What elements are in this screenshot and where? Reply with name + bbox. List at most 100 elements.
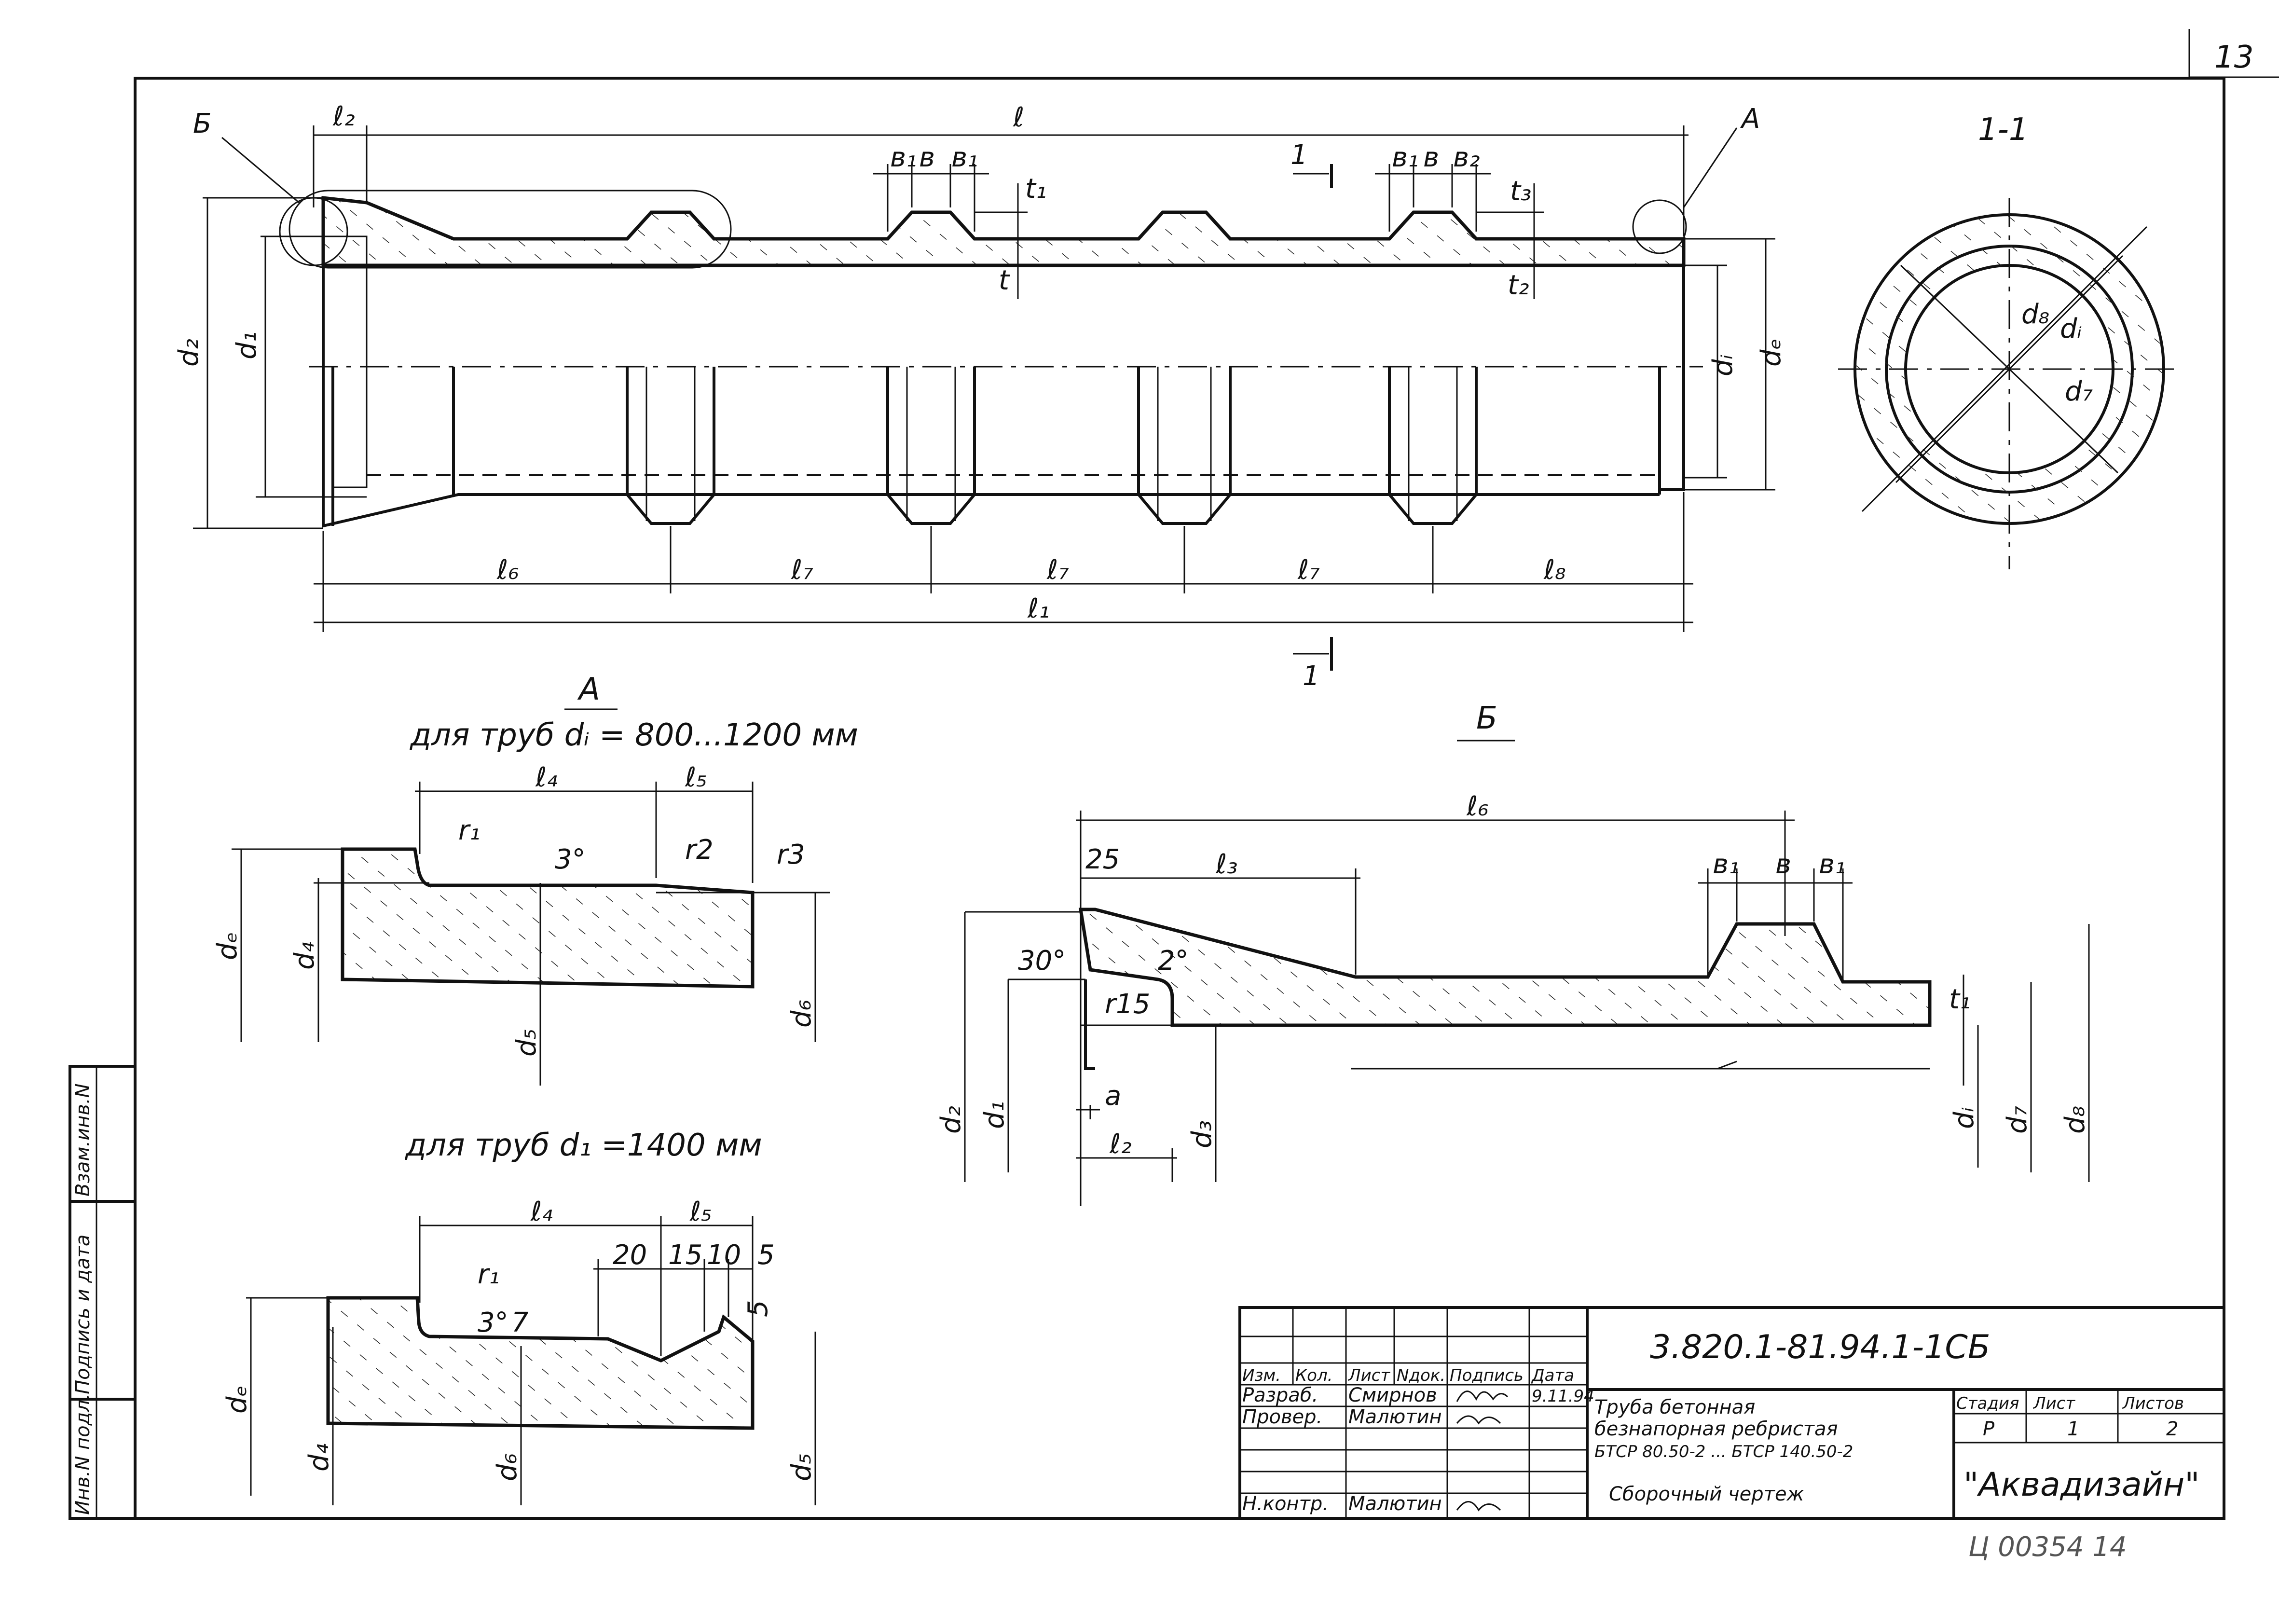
tb-name-dev: Смирнов xyxy=(1348,1384,1437,1406)
drawing-frame xyxy=(134,77,2225,1520)
detail-a-callout-circle xyxy=(1632,199,1687,254)
detail-a-r2: r2 xyxy=(685,834,714,866)
detail-b-callout-outline xyxy=(288,190,732,269)
section-mark-bottom: 1 xyxy=(1303,661,1320,692)
section-di: dᵢ xyxy=(2060,313,2082,344)
detail-a-1400: для труб d₁ =1400 мм dₑ d₄ d₆ d₅ ℓ₄ ℓ₅ 2… xyxy=(221,1128,817,1505)
tb-role-norm: Н.контр. xyxy=(1242,1493,1329,1515)
detail-a2-r1: r₁ xyxy=(478,1259,499,1290)
side-stamp-inv: Инв.N подл. xyxy=(72,1393,94,1515)
dim-b2-right: в₂ xyxy=(1453,142,1480,173)
detail-b-d8: d₈ xyxy=(2059,1106,2091,1134)
dim-t1: t₁ xyxy=(1025,173,1046,205)
dim-b-left: в xyxy=(919,142,935,173)
callout-b: Б xyxy=(193,108,211,139)
detail-a2-l4: ℓ₄ xyxy=(530,1196,553,1227)
tb-title-2: безнапорная ребристая xyxy=(1594,1418,1838,1440)
tb-name-check: Малютин xyxy=(1348,1406,1442,1428)
sheet-code: 3.820.1-81.94.1-1СБ xyxy=(1650,1328,1991,1366)
dim-de: dₑ xyxy=(1756,338,1787,367)
dim-b1-right: в₁ xyxy=(1392,142,1418,173)
detail-a2-l5: ℓ₅ xyxy=(689,1196,712,1227)
detail-b-a: a xyxy=(1105,1080,1121,1112)
detail-b-2deg: 2° xyxy=(1158,945,1189,977)
main-view: Б А ℓ₂ ℓ в₁ в в₁ в₁ в в₂ t₁ t xyxy=(173,101,1787,692)
dim-b1-left: в₁ xyxy=(890,142,917,173)
tb-stage-header: Стадия xyxy=(1956,1394,2019,1413)
detail-a2-subtitle: для труб d₁ =1400 мм xyxy=(405,1128,762,1163)
detail-a-r3: r3 xyxy=(777,839,805,870)
tb-role-check: Провер. xyxy=(1242,1406,1322,1428)
detail-a2-7: 7 xyxy=(511,1307,529,1338)
dim-d2: d₂ xyxy=(173,339,205,367)
detail-b-t1: t₁ xyxy=(1949,984,1970,1015)
detail-b-di: dᵢ xyxy=(1949,1107,1980,1129)
detail-b-b1b: в₁ xyxy=(1819,849,1845,880)
callout-a: А xyxy=(1740,103,1760,135)
detail-a-d5: d₅ xyxy=(511,1029,542,1057)
detail-a-d6: d₆ xyxy=(786,1000,817,1028)
detail-a2-15: 15 xyxy=(668,1239,702,1271)
tb-date-dev: 9.11.94 xyxy=(1532,1387,1594,1406)
tb-header-date: Дата xyxy=(1531,1366,1574,1385)
detail-a2-10: 10 xyxy=(707,1239,741,1271)
detail-b-l2: ℓ₂ xyxy=(1109,1129,1132,1160)
tb-title-4: Сборочный чертеж xyxy=(1609,1483,1804,1505)
dim-l1: ℓ₁ xyxy=(1027,593,1050,624)
detail-a-l4: ℓ₄ xyxy=(535,762,558,793)
dim-t2: t₂ xyxy=(1508,270,1529,301)
detail-a-de: dₑ xyxy=(212,932,243,960)
tb-sheet-header: Лист xyxy=(2032,1394,2075,1413)
side-stamp-replace: Взам.инв.N xyxy=(72,1084,94,1197)
page-number: 13 xyxy=(2214,40,2253,75)
tb-sheet: 1 xyxy=(2067,1418,2079,1440)
detail-b-l3: ℓ₃ xyxy=(1215,849,1238,880)
detail-a: А для труб dᵢ = 800...1200 мм dₑ d₄ d₅ d… xyxy=(212,672,858,1086)
side-stamp: Инв.N подл. Подпись и дата Взам.инв.N xyxy=(69,1065,137,1520)
detail-b-l6: ℓ₆ xyxy=(1466,791,1489,822)
section-1-1: 1-1 d₈ dᵢ d₇ xyxy=(1838,112,2181,569)
dim-l7-1: ℓ₇ xyxy=(791,554,813,586)
detail-b-d7: d₇ xyxy=(2002,1105,2033,1134)
dim-d1: d₁ xyxy=(231,331,262,359)
detail-b-b1a: в₁ xyxy=(1713,849,1739,880)
detail-b-d1: d₁ xyxy=(979,1101,1010,1129)
detail-a2-d5: d₅ xyxy=(786,1453,817,1481)
detail-a2-de: dₑ xyxy=(221,1385,253,1414)
archive-stamp: Ц 00354 14 xyxy=(1968,1531,2127,1563)
dim-b-right: в xyxy=(1423,142,1439,173)
tb-name-norm: Малютин xyxy=(1348,1493,1442,1515)
detail-b-title: Б xyxy=(1476,701,1497,736)
tb-header-ndok: Nдок. xyxy=(1397,1366,1445,1385)
detail-b-b: в xyxy=(1775,849,1791,880)
detail-a2-angle: 3° xyxy=(478,1307,508,1338)
tb-header-kol: Кол. xyxy=(1295,1366,1332,1385)
side-stamp-sign: Подпись и дата xyxy=(72,1235,94,1394)
tb-stage: Р xyxy=(1983,1418,1995,1440)
tb-header-izm: Изм. xyxy=(1242,1366,1281,1385)
title-block: Изм. Кол. Лист Nдок. Подпись Дата Разраб… xyxy=(1238,1306,2225,1520)
detail-a-r1: r₁ xyxy=(458,815,480,846)
tb-header-sign: Подпись xyxy=(1450,1366,1524,1385)
dim-l6: ℓ₆ xyxy=(496,554,519,586)
detail-b-25: 25 xyxy=(1085,844,1120,875)
signature-check xyxy=(1456,1415,1501,1425)
section-d7: d₇ xyxy=(2065,376,2093,407)
tb-role-dev: Разраб. xyxy=(1242,1384,1318,1406)
tb-title-3: БТСР 80.50-2 ... БТСР 140.50-2 xyxy=(1594,1442,1853,1461)
dim-b1-left-2: в₁ xyxy=(951,142,978,173)
tb-header-list: Лист xyxy=(1347,1366,1390,1385)
detail-a-d4: d₄ xyxy=(289,942,320,970)
section-d8: d₈ xyxy=(2021,299,2049,330)
dim-l7-2: ℓ₇ xyxy=(1046,554,1069,586)
section-title: 1-1 xyxy=(1978,112,2029,148)
tb-sheets-header: Листов xyxy=(2122,1394,2184,1413)
tb-company: "Аквадизайн" xyxy=(1963,1466,2200,1504)
dim-di: dᵢ xyxy=(1707,354,1739,376)
detail-a-l5: ℓ₅ xyxy=(685,762,707,793)
signature-dev xyxy=(1456,1390,1509,1402)
dim-l2: ℓ₂ xyxy=(332,101,355,132)
detail-b-30deg: 30° xyxy=(1018,945,1066,977)
tb-title-1: Труба бетонная xyxy=(1594,1396,1755,1418)
detail-a2-5a: 5 xyxy=(757,1239,775,1271)
